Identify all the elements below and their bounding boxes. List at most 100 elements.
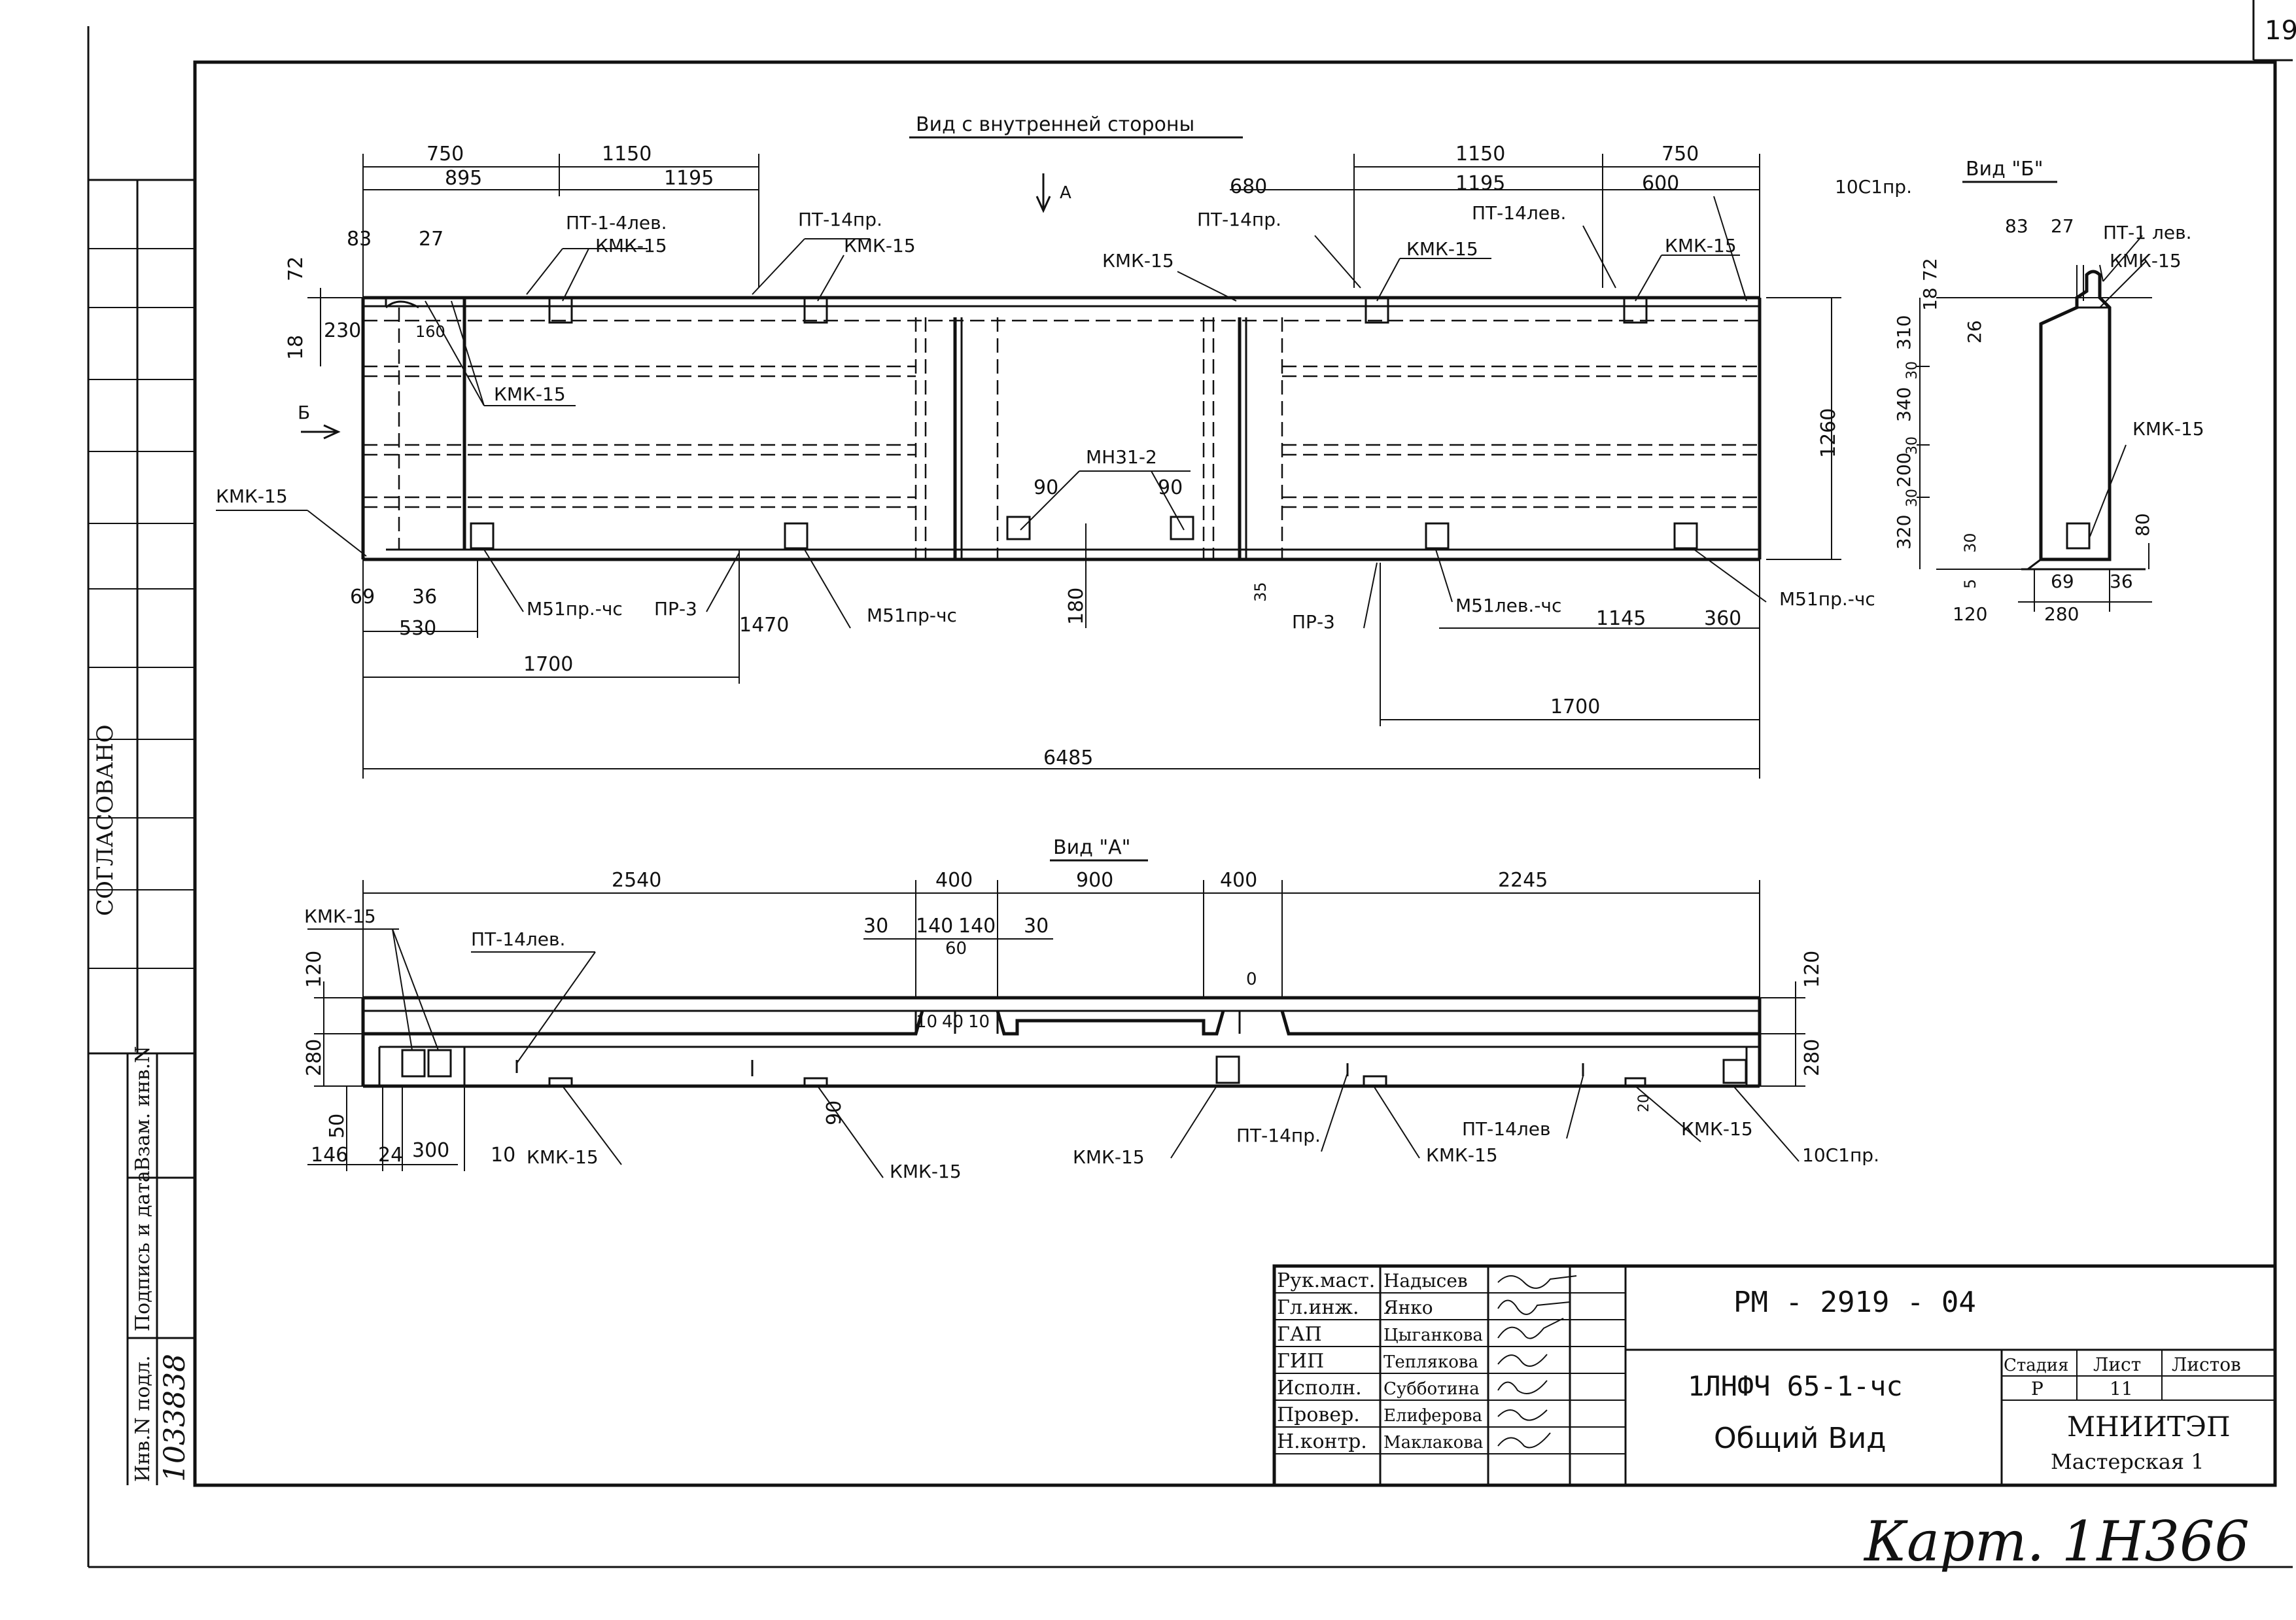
dim-1145: 1145 [1596,607,1646,630]
view-a-labels: КМК-15 ПТ-14лев. КМК-15 КМК-15 КМК-15 ПТ… [304,906,1879,1182]
dim-750-left: 750 [426,143,464,166]
b-dim-320: 320 [1893,515,1915,550]
a-label-kmk-r: КМК-15 [1426,1144,1498,1166]
dim-83: 83 [347,228,372,251]
label-kmk-b: КМК-15 [844,235,916,256]
inner-dims: 750 1150 895 1195 680 1150 750 1195 600 … [285,143,1840,769]
dim-36: 36 [412,586,437,608]
a-dim-2245: 2245 [1498,869,1548,892]
b-dim-5: 5 [1961,579,1979,589]
dim-180: 180 [1065,588,1088,625]
view-b-dims: 83 27 72 18 26 310 30 340 30 200 30 320 … [1893,215,2153,625]
role-ruk: Рук.маст. [1277,1269,1375,1292]
a-label-kmk-bl: КМК-15 [527,1146,599,1168]
role-glinzh: Гл.инж. [1277,1296,1359,1319]
a-dim-40: 40 [942,1012,964,1032]
name-nadysev: Надысев [1383,1270,1468,1292]
dim-1700-left: 1700 [523,653,573,676]
label-pr3-right: ПР-3 [1292,611,1335,633]
a-dim-140b: 140 [958,915,996,938]
a-dim-90: 90 [823,1101,846,1125]
a-label-kmk-mid: КМК-15 [890,1161,962,1182]
agreed-label: СОГЛАСОВАНО [92,724,118,916]
sign-label: Подпись и дата [131,1171,154,1331]
stage-value: Р [2031,1378,2044,1400]
a-dim-400-left: 400 [935,869,973,892]
view-b-labels: ПТ-1 лев. КМК-15 КМК-15 [2103,222,2204,440]
a-label-pt14pr: ПТ-14пр. [1236,1125,1321,1146]
b-label-kmk-top: КМК-15 [2110,250,2182,272]
sheet-header: Лист [2093,1354,2141,1375]
doc-code: РМ - 2919 - 04 [1733,1286,1976,1319]
sheet-frame [87,0,2293,1568]
role-ispoln: Исполн. [1277,1377,1362,1400]
label-m51pr-cs-3: М51пр.-чс [1779,588,1875,610]
dim-1470: 1470 [739,614,789,637]
label-kmk-c: КМК-15 [1102,250,1174,272]
b-dim-120: 120 [1953,603,1987,625]
name-subbotina: Субботина [1383,1379,1480,1399]
dim-1150-left: 1150 [602,143,652,166]
inv-number: 1033838 [158,1354,192,1482]
a-dim-280-right: 280 [1801,1039,1824,1076]
dim-1195-right: 1195 [1455,172,1505,195]
a-dim-24: 24 [378,1144,403,1167]
view-a [307,880,1805,1178]
a-dim-0: 0 [1246,970,1257,989]
a-dim-140a: 140 [916,915,953,938]
label-m51pr-cs: М51пр.-чс [527,598,623,620]
sheets-header: Листов [2172,1354,2241,1375]
dim-72: 72 [285,256,307,281]
label-pt1-lev: ПТ-1-4лев. [566,212,667,234]
page-number: 19 [2265,16,2296,46]
stage-header: Стадия [2004,1356,2069,1375]
workshop: Мастерская 1 [2051,1449,2204,1474]
vzam-label: Взам. инв.N [131,1046,154,1171]
view-b-title: Вид "Б" [1966,158,2044,181]
dim-90-left: 90 [1034,476,1058,499]
b-dim-30c: 30 [1904,489,1921,507]
label-m51pr-cs-2: М51пр-чс [867,605,957,626]
a-label-kmk-rr: КМК-15 [1681,1118,1753,1140]
a-dim-2540: 2540 [612,869,661,892]
label-mn31-2: МН31-2 [1086,446,1157,468]
dim-35: 35 [1251,582,1270,602]
dim-530: 530 [399,617,436,640]
dim-27: 27 [419,228,444,251]
b-dim-310: 310 [1893,315,1915,350]
a-dim-280-left: 280 [303,1039,326,1076]
a-label-kmk-tl: КМК-15 [304,906,376,927]
a-label-kmk-c: КМК-15 [1073,1146,1145,1168]
role-prover: Провер. [1277,1403,1360,1426]
dim-1700-right: 1700 [1550,696,1600,718]
dim-750-right: 750 [1661,143,1699,166]
dim-1260: 1260 [1817,408,1840,458]
b-dim-26: 26 [1964,320,1985,343]
side-stamp [88,179,195,1485]
b-dim-80: 80 [2132,513,2153,537]
dim-90-right: 90 [1158,476,1183,499]
a-dim-20: 20 [1636,1094,1652,1112]
a-dim-120-right: 120 [1801,951,1824,988]
a-dim-60: 60 [945,939,967,959]
a-dim-900: 900 [1076,869,1113,892]
label-kmk-e: КМК-15 [1665,235,1737,256]
a-label-10c1pr: 10С1пр. [1802,1144,1879,1166]
name-tsygankova: Цыганкова [1383,1326,1483,1345]
view-a-dims: 2540 400 900 400 2245 30 140 140 30 60 1… [303,869,1824,1167]
b-dim-72: 72 [1919,258,1941,281]
b-dim-30a: 30 [1904,361,1921,379]
name-yanko: Янко [1383,1297,1433,1318]
b-dim-30d: 30 [1961,533,1979,553]
a-dim-30-right: 30 [1024,915,1049,938]
title-block [1272,1264,2277,1487]
b-dim-36: 36 [2110,571,2133,592]
dim-680: 680 [1230,175,1267,198]
dim-69: 69 [350,586,375,608]
product-code: 1ЛНФЧ 65-1-чс [1688,1370,1903,1402]
dim-6485: 6485 [1043,747,1093,769]
dim-160: 160 [415,323,445,341]
inner-labels: ПТ-1-4лев. ПТ-14пр. ПТ-14пр. ПТ-14лев. 1… [216,176,1912,633]
b-label-pt1-lev: ПТ-1 лев. [2103,222,2192,243]
